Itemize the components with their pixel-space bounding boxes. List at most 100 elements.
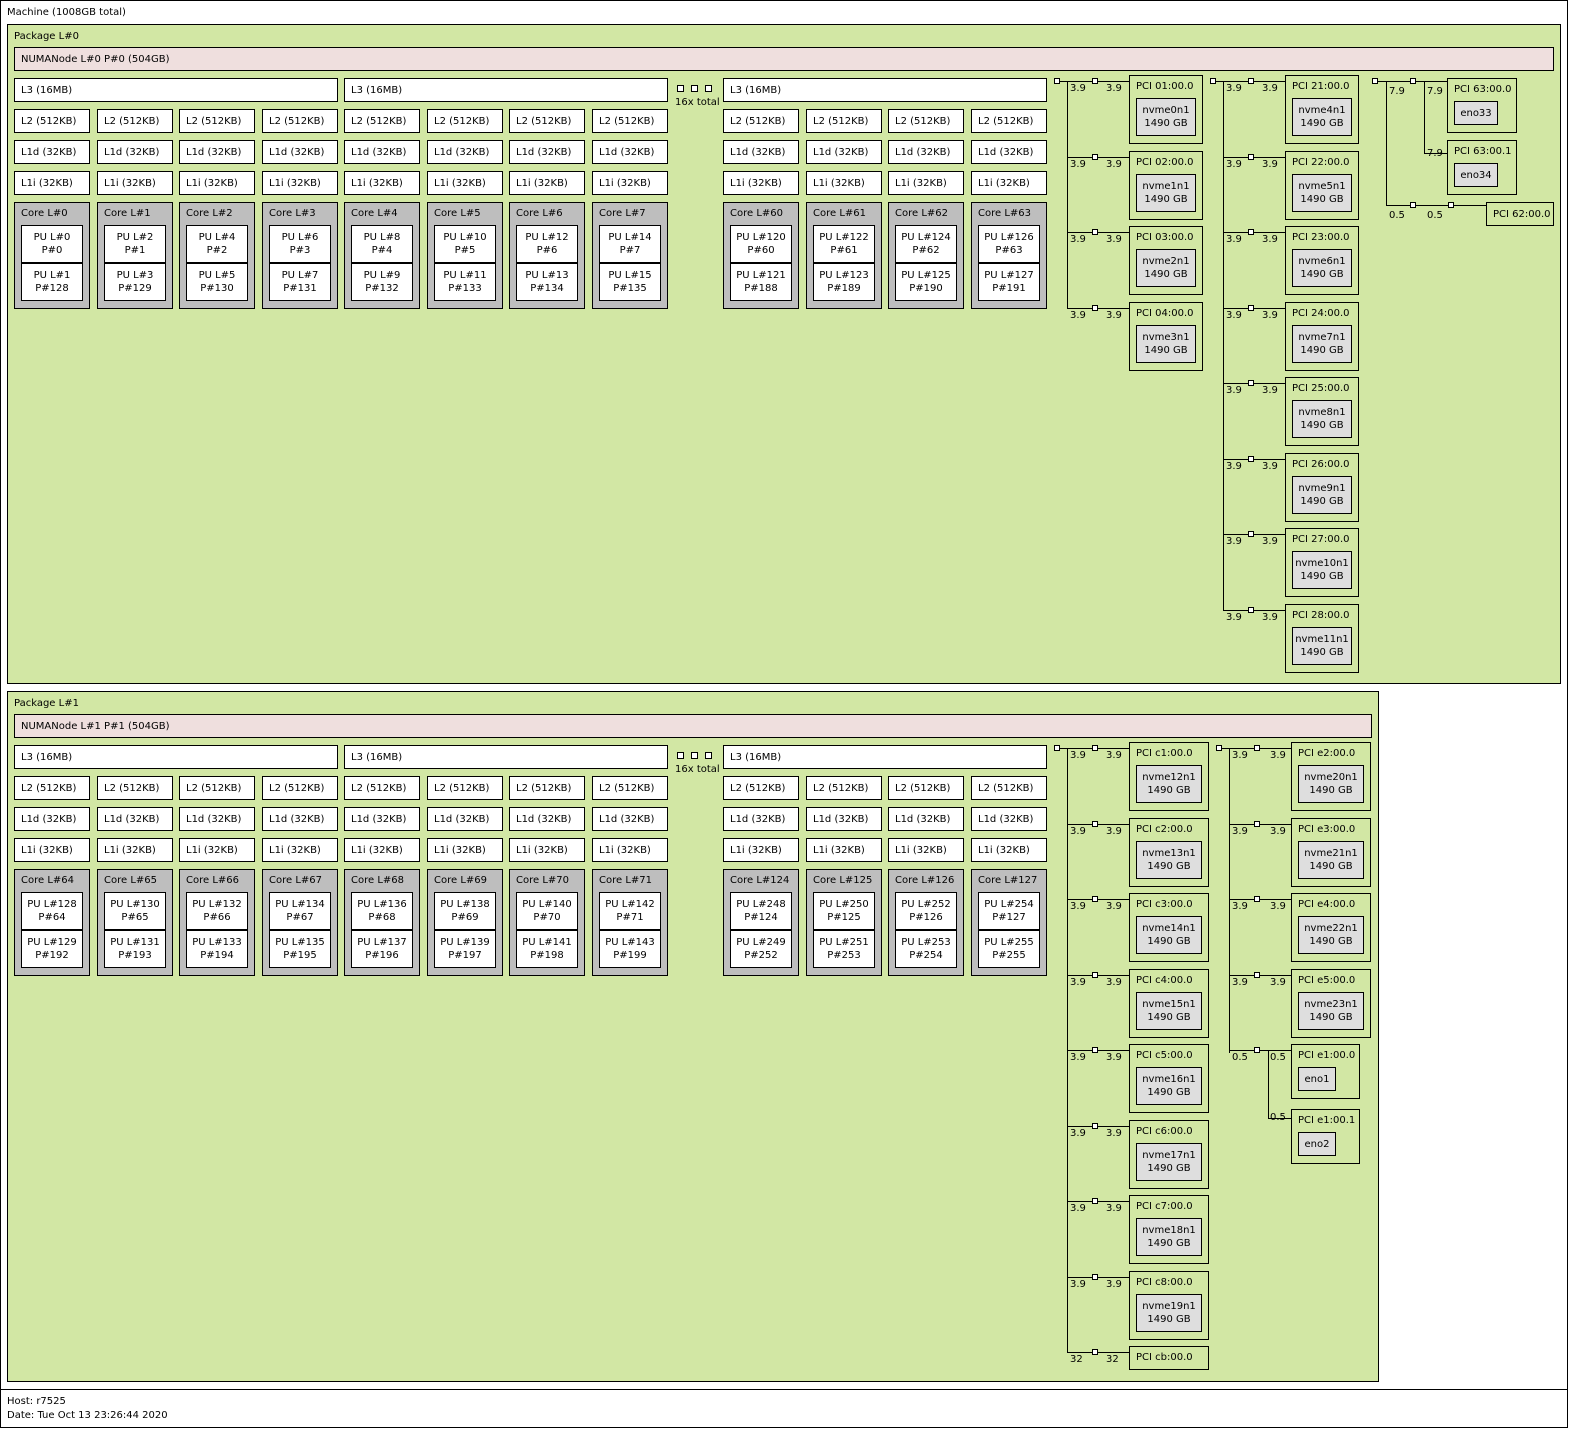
link-line [1060, 748, 1067, 749]
storage-device: nvme8n1 1490 GB [1292, 400, 1352, 438]
pci-label: PCI 27:00.0 [1292, 534, 1350, 545]
pu-box: PU L#135 P#195 [269, 930, 331, 968]
bandwidth-label: 3.9 [1262, 385, 1278, 396]
l1d-label: L1d (32KB) [351, 814, 407, 825]
pci-label: PCI 63:00.1 [1454, 146, 1512, 157]
ellipsis-square [705, 752, 712, 759]
core-label: Core L#69 [434, 875, 487, 886]
l1i-cache [888, 838, 964, 862]
bridge-port [1372, 78, 1378, 84]
link-line [1454, 205, 1486, 206]
pu-box: PU L#248 P#124 [730, 892, 792, 930]
l1d-label: L1d (32KB) [21, 814, 77, 825]
bandwidth-label: 0.5 [1270, 1052, 1286, 1063]
l2-label: L2 (512KB) [104, 116, 160, 127]
bandwidth-label: 3.9 [1270, 976, 1286, 988]
l1d-cache [723, 807, 799, 831]
l2-cache [723, 776, 799, 800]
storage-device: nvme4n1 1490 GB [1292, 98, 1352, 136]
storage-device: nvme22n1 1490 GB [1298, 916, 1364, 954]
l3-label: L3 (16MB) [351, 752, 403, 763]
link-line [1067, 1125, 1092, 1127]
storage-device: eno2 [1298, 1132, 1336, 1156]
storage-device: nvme18n1 1490 GB [1136, 1218, 1202, 1256]
link-line [1067, 81, 1068, 309]
bandwidth-label: 3.9 [1226, 460, 1242, 472]
l2-cache [97, 109, 173, 133]
pu-box: PU L#121 P#188 [730, 263, 792, 301]
bridge-port [1248, 304, 1254, 311]
l1d-cache [723, 140, 799, 164]
bandwidth-label: 3.9 [1070, 825, 1086, 837]
storage-device: nvme19n1 1490 GB [1136, 1293, 1202, 1332]
bandwidth-label: 3.9 [1226, 234, 1242, 245]
bandwidth-label: 3.9 [1226, 611, 1242, 623]
l1d-label: L1d (32KB) [104, 814, 160, 825]
link-line [1424, 81, 1447, 82]
pu-box: PU L#127 P#191 [978, 263, 1040, 301]
l1d-label: L1d (32KB) [730, 814, 786, 825]
link-line [1260, 899, 1291, 900]
bridge-port [1092, 1349, 1098, 1355]
l1d-cache [806, 140, 882, 164]
bandwidth-label: 32 [1070, 1354, 1083, 1365]
bridge-port [1092, 304, 1098, 311]
pci-label: PCI e1:00.1 [1298, 1115, 1356, 1126]
storage-device: nvme1n1 1490 GB [1136, 173, 1196, 212]
l2-label: L2 (512KB) [599, 783, 655, 794]
package-label: Package L#0 [14, 31, 79, 42]
bridge-port [1092, 1047, 1098, 1053]
pci-label: PCI c1:00.0 [1136, 748, 1193, 759]
link-line [1098, 899, 1129, 900]
bandwidth-label: 3.9 [1070, 976, 1086, 988]
l2-label: L2 (512KB) [434, 783, 490, 794]
bridge-port [1254, 896, 1260, 902]
core-label: Core L#66 [186, 875, 239, 886]
bridge-port [1410, 202, 1416, 208]
pu-box: PU L#8 P#4 [351, 225, 413, 263]
bridge-port [1092, 820, 1098, 827]
pu-box: PU L#11 P#133 [434, 263, 496, 301]
bandwidth-label: 3.9 [1262, 460, 1278, 472]
l2-cache [97, 776, 173, 800]
bridge-port [1248, 606, 1254, 613]
l1i-cache [344, 838, 420, 862]
l1d-label: L1d (32KB) [269, 147, 325, 158]
pci-label: PCI 25:00.0 [1292, 383, 1350, 394]
l1d-cache [262, 807, 338, 831]
bandwidth-label: 3.9 [1262, 234, 1278, 245]
l1i-cache [723, 171, 799, 195]
l1d-label: L1d (32KB) [599, 147, 655, 158]
l1i-label: L1i (32KB) [730, 845, 782, 856]
numa-node [14, 714, 1372, 738]
link-line [1424, 153, 1447, 154]
link-line [1254, 81, 1285, 82]
bandwidth-label: 3.9 [1262, 536, 1278, 547]
link-line [1223, 534, 1248, 535]
l1d-cache [509, 140, 585, 164]
l2-label: L2 (512KB) [813, 116, 869, 127]
link-line [1098, 1201, 1129, 1202]
storage-device: nvme7n1 1490 GB [1292, 324, 1352, 363]
l1i-cache [97, 171, 173, 195]
l2-label: L2 (512KB) [978, 116, 1034, 127]
l1d-label: L1d (32KB) [21, 147, 77, 158]
l1i-label: L1i (32KB) [351, 178, 403, 189]
l3-label: L3 (16MB) [21, 85, 73, 96]
l1d-label: L1d (32KB) [186, 814, 242, 825]
l1i-label: L1i (32KB) [730, 178, 782, 189]
link-line [1386, 205, 1410, 206]
l1i-cache [344, 171, 420, 195]
storage-device: nvme23n1 1490 GB [1298, 991, 1364, 1030]
bridge-port [1092, 78, 1098, 84]
l2-cache [427, 109, 503, 133]
l1i-cache [509, 838, 585, 862]
link-line [1067, 899, 1092, 900]
l1i-label: L1i (32KB) [434, 845, 486, 856]
pci-label: PCI 22:00.0 [1292, 156, 1350, 168]
l1d-label: L1d (32KB) [813, 147, 869, 158]
l2-label: L2 (512KB) [599, 116, 655, 127]
l2-label: L2 (512KB) [21, 783, 77, 794]
core-label: Core L#70 [516, 875, 569, 886]
l3-cache [14, 745, 338, 769]
